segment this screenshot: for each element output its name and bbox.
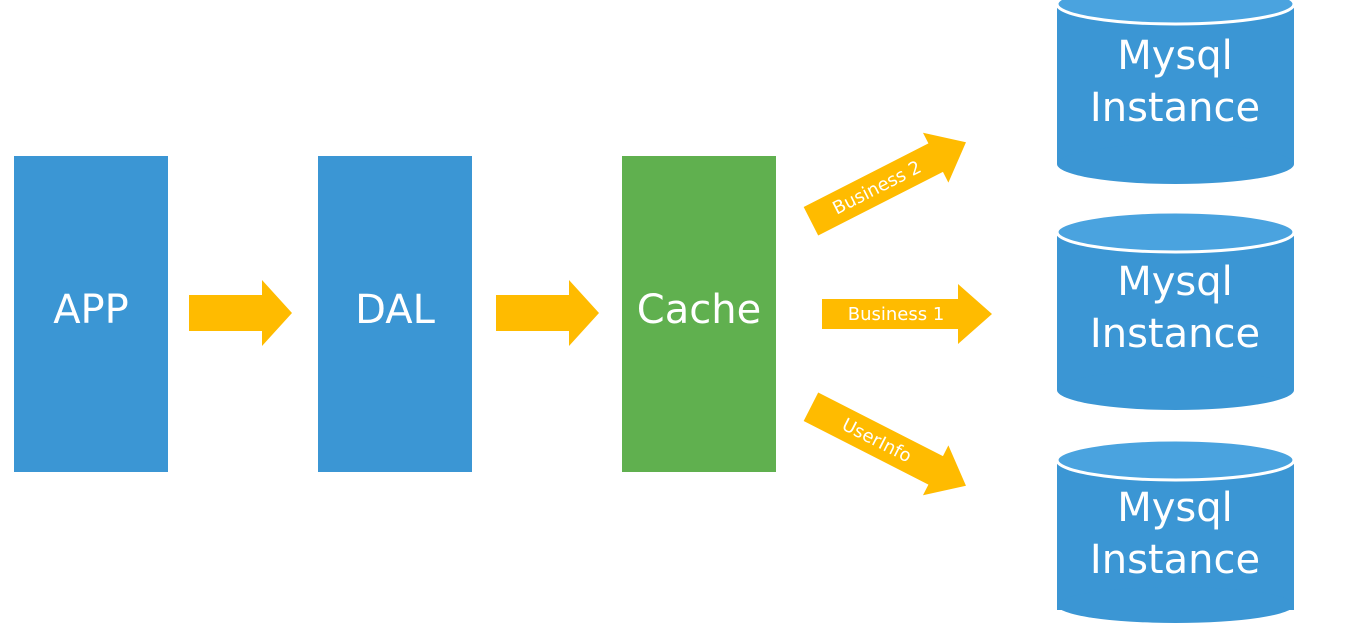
db-label-line2: Instance (1090, 537, 1260, 583)
mysql-instance-3: Mysql Instance (1055, 438, 1296, 623)
cache-box (622, 156, 776, 472)
db-body (1057, 460, 1294, 610)
app-node: APP (14, 156, 168, 472)
route-business-1-arrow (822, 284, 992, 344)
route-business-1: Business 1 (822, 284, 992, 344)
app-label: APP (53, 287, 129, 333)
route-business-1-label: Business 1 (848, 304, 945, 325)
cache-label: Cache (637, 287, 761, 333)
route-userinfo-arrow (803, 392, 966, 496)
route-userinfo: UserInfo (803, 392, 966, 496)
db-label-line1: Mysql (1117, 259, 1233, 305)
route-business-2: Business 2 (803, 132, 966, 236)
cache-node: Cache (622, 156, 776, 472)
dal-node: DAL (318, 156, 472, 472)
arrow-app-to-dal (189, 280, 292, 346)
dal-label: DAL (355, 287, 435, 333)
db-top (1055, 210, 1296, 254)
mysql-instance-1: Mysql Instance (1055, 0, 1296, 184)
db-body (1057, 232, 1294, 390)
app-box (14, 156, 168, 472)
db-label-line1: Mysql (1117, 485, 1233, 531)
route-business-2-arrow (803, 132, 966, 236)
db-top (1055, 0, 1296, 26)
mysql-instance-2: Mysql Instance (1055, 210, 1296, 410)
arrow-dal-to-cache (496, 280, 599, 346)
db-label-line2: Instance (1090, 311, 1260, 357)
db-top (1055, 438, 1296, 482)
db-bottom (1057, 144, 1294, 184)
dal-box (318, 156, 472, 472)
db-label-line1: Mysql (1117, 33, 1233, 79)
db-bottom (1057, 587, 1294, 623)
db-bottom (1057, 370, 1294, 410)
db-body (1057, 4, 1294, 164)
db-label-line2: Instance (1090, 85, 1260, 131)
